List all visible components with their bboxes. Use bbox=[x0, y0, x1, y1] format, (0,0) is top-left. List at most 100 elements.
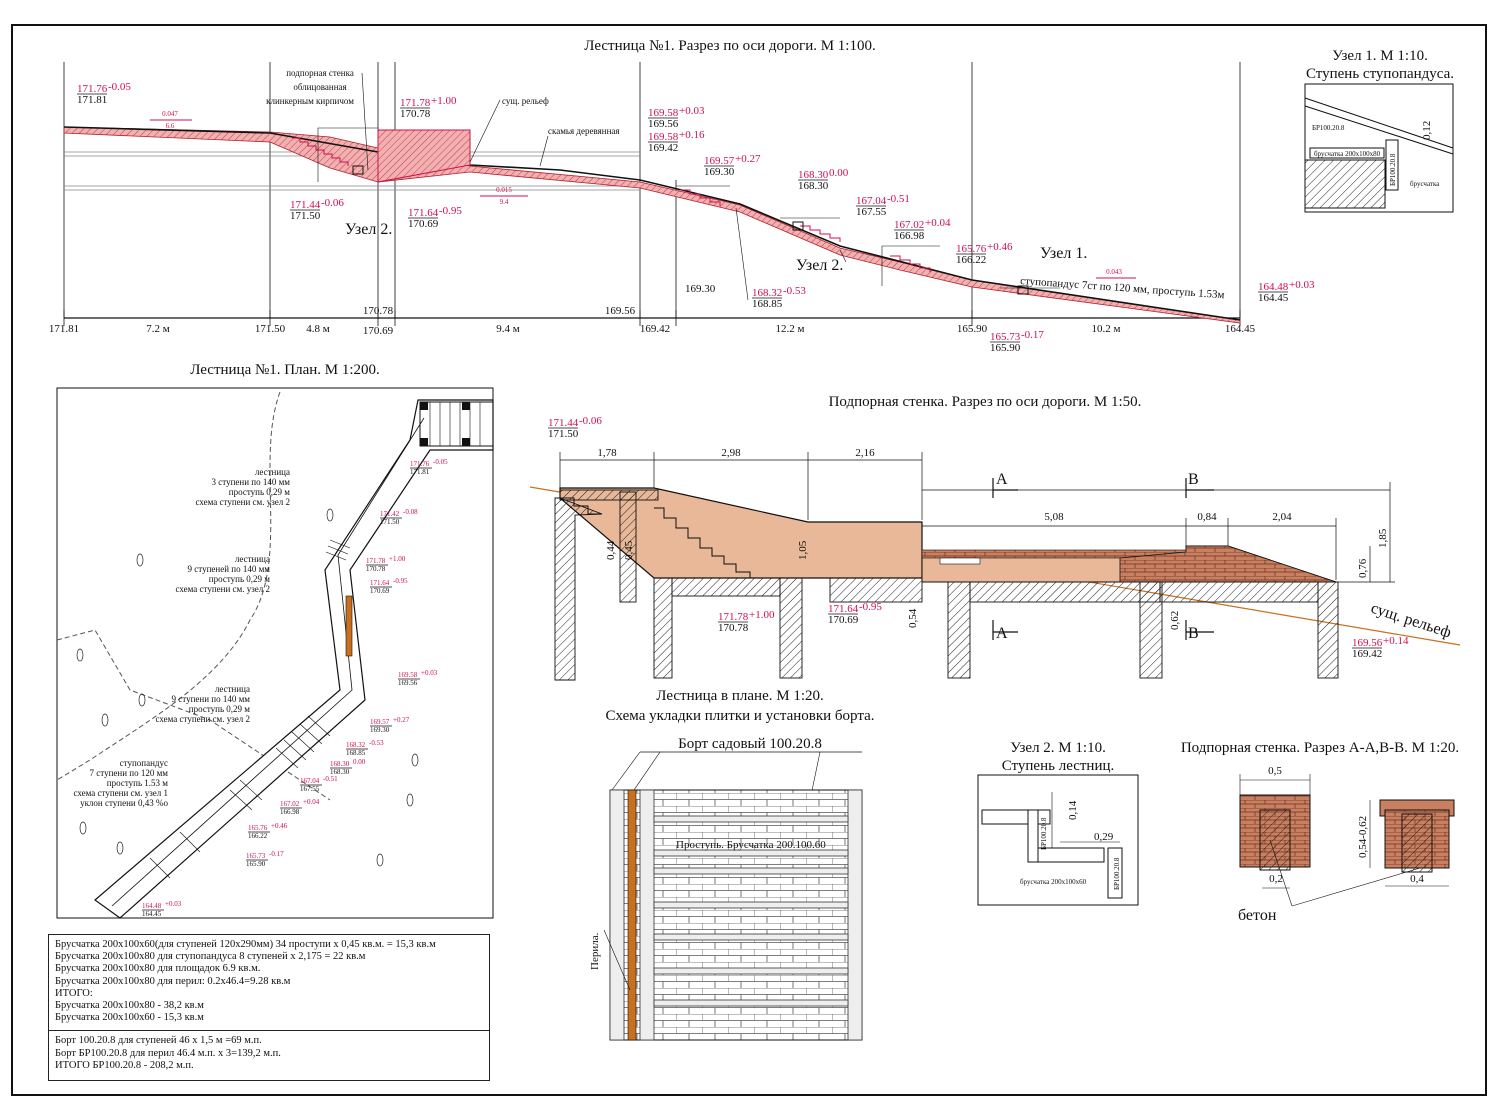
baseline-label-2: 171.50 bbox=[255, 323, 286, 335]
sheet-frame bbox=[11, 24, 1487, 1096]
node2-callout-a: Узел 2. bbox=[345, 221, 392, 238]
notes-kerbs: Борт 100.20.8 для ступеней 46 х 1,5 м =6… bbox=[55, 1035, 483, 1072]
section-mark-2-existing: 170.78 bbox=[400, 108, 431, 120]
plan-mark-0-design: 171.76 bbox=[410, 460, 430, 468]
node1-kerb-label: БР100.20.8 bbox=[1389, 153, 1397, 186]
note-paving-line-0: Брусчатка 200х100х60(для ступеней 120х29… bbox=[55, 939, 436, 950]
plan-mark-11-design: 165.73 bbox=[246, 852, 266, 860]
baseline-label-11: 10.2 м bbox=[1092, 323, 1121, 335]
slope1-value: 0.047 bbox=[162, 110, 178, 118]
baseline-label-12: 164.45 bbox=[1225, 323, 1256, 335]
plan-note-3-line-4: уклон ступени 0,43 %о bbox=[80, 798, 168, 808]
baseline-label-10: 165.90 bbox=[957, 323, 988, 335]
section-mark-4-existing: 169.56 bbox=[648, 118, 679, 130]
section-mark-9-existing: 167.55 bbox=[856, 206, 887, 218]
plan-mark-11-delta: -0.17 bbox=[269, 850, 284, 858]
node2-title: Узел 2. М 1:10. bbox=[1010, 740, 1106, 756]
plan-mark-7-design: 168.30 bbox=[330, 760, 350, 768]
plan-mark-0-delta: -0.05 bbox=[433, 458, 448, 466]
plan-mark-5-delta: +0.27 bbox=[393, 716, 410, 724]
wall-relief-label: сущ. рельеф bbox=[1369, 600, 1453, 642]
wall-ab-w2: 0,4 bbox=[1410, 873, 1424, 885]
plan-title: Лестница №1. План. М 1:200. bbox=[190, 362, 380, 378]
plan-note-1-line-2: проступь 0,29 м bbox=[209, 574, 271, 584]
plan-mark-4-design: 169.58 bbox=[398, 671, 418, 679]
wall-ab-h: 0,54-0,62 bbox=[1357, 816, 1369, 858]
section-mark-7-design: 168.30 bbox=[798, 169, 829, 181]
wall-mark-3-existing: 169.42 bbox=[1352, 648, 1382, 660]
plan-mark-12-delta: +0.03 bbox=[165, 900, 182, 908]
wall-mark-1-existing: 170.78 bbox=[718, 622, 749, 634]
node2-kerb2: БР100.20.8 bbox=[1113, 857, 1121, 890]
node1-subtitle: Ступень ступопандуса. bbox=[1306, 66, 1454, 82]
stair-plan-detail: Лестница в плане. М 1:20. Схема укладки … bbox=[589, 688, 875, 1041]
node1-brick-label: БР100.20.8 bbox=[1312, 124, 1345, 132]
plan-note-3-line-1: 7 ступени по 120 мм bbox=[90, 768, 169, 778]
slope2-length: 9.4 bbox=[500, 198, 509, 206]
plan-mark-6-existing: 168.85 bbox=[346, 749, 366, 757]
plan-mark-9-delta: +0.04 bbox=[303, 798, 320, 806]
plan-mark-2-existing: 170.78 bbox=[366, 565, 386, 573]
plan-note-2-line-0: лестница bbox=[215, 684, 250, 694]
baseline-label-1: 7.2 м bbox=[146, 323, 170, 335]
section-mark-2-delta: +1.00 bbox=[431, 95, 457, 107]
plan-mark-6-design: 168.32 bbox=[346, 741, 366, 749]
plan-mark-12-existing: 164.45 bbox=[142, 910, 162, 918]
plan-mark-6-delta: -0.53 bbox=[369, 739, 384, 747]
plan-mark-10-design: 165.76 bbox=[248, 824, 268, 832]
wall-dim-0-84: 0,84 bbox=[1197, 511, 1217, 523]
design-profile bbox=[63, 126, 1241, 321]
wall-section-title: Подпорная стенка. Разрез по оси дороги. … bbox=[829, 394, 1142, 410]
wall-dim-2-98: 2,98 bbox=[721, 447, 741, 459]
plan-mark-9-design: 167.02 bbox=[280, 800, 300, 808]
section-mark-6-existing: 169.30 bbox=[704, 166, 735, 178]
wall-mark-3-delta: +0.14 bbox=[1383, 635, 1409, 647]
section-mark-13-design: 164.48 bbox=[1258, 281, 1289, 293]
section-mark-9-delta: -0.51 bbox=[887, 193, 910, 205]
wall-dim-0-54: 0,54 bbox=[907, 608, 919, 628]
note-paving-line-4: ИТОГО: bbox=[55, 987, 93, 999]
slope2-value: 0.015 bbox=[496, 186, 512, 194]
section-title: Лестница №1. Разрез по оси дороги. М 1:1… bbox=[584, 38, 875, 54]
plan-mark-10-delta: +0.46 bbox=[271, 822, 288, 830]
plan-mark-5-existing: 169.30 bbox=[370, 726, 390, 734]
plan-mark-7-delta: 0.00 bbox=[353, 758, 366, 766]
section-mark-1-existing: 171.50 bbox=[290, 210, 321, 222]
wall-mark-0-design: 171.44 bbox=[548, 417, 579, 429]
plan-mark-4-delta: +0.03 bbox=[421, 669, 438, 677]
plan-note-2-line-2: проступь 0,29 м bbox=[189, 704, 251, 714]
plan-note-0-line-0: лестница bbox=[255, 467, 290, 477]
plan-mark-5-design: 169.57 bbox=[370, 718, 390, 726]
section-mark-0-delta: -0.05 bbox=[108, 81, 131, 93]
baseline-label-0: 171.81 bbox=[49, 323, 79, 335]
node2-dim-h: 0,14 bbox=[1067, 800, 1079, 820]
plan-note-1-line-3: схема ступени см. узел 2 bbox=[175, 584, 270, 594]
section-mark-0-existing: 171.81 bbox=[77, 94, 107, 106]
wall-ab-concrete: бетон bbox=[1238, 907, 1277, 924]
plan-mark-2-delta: +1.00 bbox=[389, 555, 406, 563]
plan-note-2-line-1: 9 ступени по 140 мм bbox=[172, 694, 251, 704]
section-mark-1-design: 171.44 bbox=[290, 199, 321, 211]
node1-dim: 0,12 bbox=[1421, 121, 1433, 140]
baseline-label-5: 170.69 bbox=[363, 325, 394, 337]
section-mark-6-delta: +0.27 bbox=[735, 153, 761, 165]
stair-plan-subtitle: Схема укладки плитки и установки борта. bbox=[606, 708, 875, 724]
wall-elevation-marks: 171.44-0.06171.50171.78+1.00170.78171.64… bbox=[548, 415, 1409, 660]
wall-mark-2-existing: 170.69 bbox=[828, 614, 859, 626]
plan-note-2-line-3: схема ступени см. узел 2 bbox=[155, 714, 250, 724]
section-mark-11-existing: 166.22 bbox=[956, 254, 986, 266]
mark-169-30: 169.30 bbox=[685, 283, 716, 295]
cut-a-top: А bbox=[996, 471, 1008, 488]
note-kerb-line-2: ИТОГО БР100.20.8 - 208,2 м.п. bbox=[55, 1059, 194, 1071]
section-mark-8-design: 168.32 bbox=[752, 287, 782, 299]
node2-subtitle: Ступень лестниц. bbox=[1002, 758, 1115, 774]
plan-mark-1-existing: 171.50 bbox=[380, 518, 400, 526]
node2-paver: брусчатка 200х100х60 bbox=[1020, 878, 1087, 886]
plan-view: Лестница №1. План. М 1:200. bbox=[56, 362, 494, 919]
annot-wall-2: облицованная bbox=[293, 82, 346, 92]
baseline-label-8: 169.42 bbox=[640, 323, 670, 335]
note-paving-line-5: Брусчатка 200х100х80 - 38,2 кв.м bbox=[55, 1000, 204, 1012]
wall-section: Подпорная стенка. Разрез по оси дороги. … bbox=[529, 394, 1461, 681]
main-section: Лестница №1. Разрез по оси дороги. М 1:1… bbox=[49, 38, 1315, 354]
